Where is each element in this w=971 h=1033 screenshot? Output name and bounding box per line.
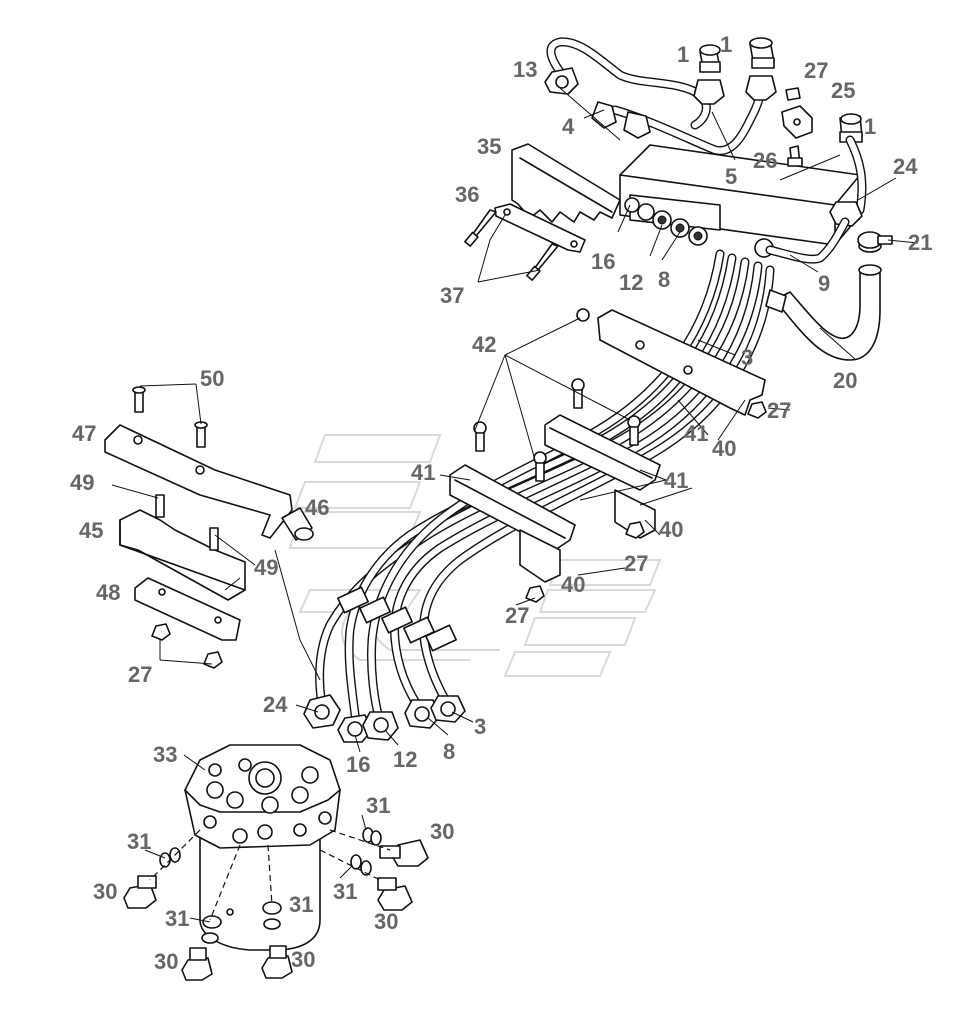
callout-label: 49 <box>254 555 278 580</box>
leader-lines <box>111 87 919 923</box>
dashed-center-lines <box>149 829 391 921</box>
callout-label: 8 <box>658 267 670 292</box>
callout-label: 45 <box>79 518 103 543</box>
bracket-40-lower <box>519 489 656 583</box>
pipe-9 <box>765 217 850 264</box>
callout-label: 1 <box>720 32 732 57</box>
callout-label: 46 <box>305 495 329 520</box>
callout-label: 50 <box>200 366 224 391</box>
pipe-5 <box>591 77 766 156</box>
callout-label: 12 <box>393 747 417 772</box>
callout-label: 4 <box>562 114 575 139</box>
callout-label: 30 <box>154 949 178 974</box>
callout-label: 20 <box>833 368 857 393</box>
pin-46 <box>281 507 314 541</box>
callout-label: 3 <box>474 714 486 739</box>
plate-36 <box>494 203 586 253</box>
hose-ferrules-lower <box>337 586 457 652</box>
callout-label: 31 <box>366 793 390 818</box>
rings-31 <box>159 827 382 944</box>
clamp-41-lower <box>449 464 576 551</box>
callout-label: 37 <box>440 283 464 308</box>
callout-label: 41 <box>411 460 435 485</box>
callout-labels: 1 1 1 13 27 25 4 35 26 24 5 36 21 16 12 … <box>70 32 932 974</box>
fitting-1-a <box>693 44 725 105</box>
callout-label: 1 <box>677 42 689 67</box>
callout-label: 21 <box>908 230 932 255</box>
callout-label: 27 <box>505 603 529 628</box>
callout-label: 1 <box>864 114 876 139</box>
callout-label: 30 <box>291 947 315 972</box>
swivel-joint-33 <box>184 744 341 951</box>
callout-label: 49 <box>70 470 94 495</box>
callout-label: 26 <box>753 148 777 173</box>
bolts-50 <box>132 386 208 448</box>
callout-label: 40 <box>659 517 683 542</box>
callout-label: 31 <box>127 829 151 854</box>
callout-label: 36 <box>455 182 479 207</box>
callout-label: 12 <box>619 270 643 295</box>
callout-label: 31 <box>165 906 189 931</box>
callout-label: 40 <box>561 572 585 597</box>
callout-label: 30 <box>430 819 454 844</box>
callout-label: 27 <box>804 58 828 83</box>
callout-label: 25 <box>831 78 855 103</box>
watermark-logo <box>288 434 662 677</box>
callout-label: 3 <box>741 345 753 370</box>
plate-47 <box>104 424 293 539</box>
callout-label: 41 <box>664 468 688 493</box>
upper-manifold <box>619 144 861 246</box>
callout-label: 13 <box>513 57 537 82</box>
bolts-42 <box>473 308 641 482</box>
callout-label: 30 <box>374 909 398 934</box>
callout-label: 31 <box>289 892 313 917</box>
upper-fittings <box>624 197 774 258</box>
callout-label: 40 <box>712 436 736 461</box>
nuts-27 <box>525 401 767 603</box>
fitting-1-b <box>745 37 777 101</box>
callout-label: 27 <box>624 551 648 576</box>
plugs-30 <box>123 839 429 981</box>
callout-label: 9 <box>818 271 830 296</box>
clamp-41-upper <box>544 414 661 491</box>
callout-label: 35 <box>477 134 501 159</box>
plate-48 <box>134 577 241 641</box>
callout-label: 27 <box>767 398 791 423</box>
bracket-40-upper <box>597 309 766 416</box>
callout-label: 31 <box>333 879 357 904</box>
callout-label: 41 <box>684 421 708 446</box>
callout-label: 48 <box>96 580 120 605</box>
clamp-35 <box>511 143 621 223</box>
clamp-21 <box>857 231 893 249</box>
callout-label: 24 <box>893 154 918 179</box>
callout-label: 33 <box>153 742 177 767</box>
callout-label: 8 <box>443 739 455 764</box>
callout-label: 16 <box>346 752 370 777</box>
pipe-24 <box>829 135 867 227</box>
callout-label: 24 <box>263 692 288 717</box>
screws-37 <box>464 209 559 281</box>
hose-end-fittings <box>303 694 466 743</box>
callout-label: 5 <box>725 164 737 189</box>
callout-label: 47 <box>72 421 96 446</box>
callout-label: 27 <box>128 662 152 687</box>
callout-label: 30 <box>93 879 117 904</box>
bracket-25 <box>781 87 813 167</box>
clamp-45 <box>119 494 246 601</box>
callout-label: 16 <box>591 249 615 274</box>
callout-label: 42 <box>472 332 496 357</box>
